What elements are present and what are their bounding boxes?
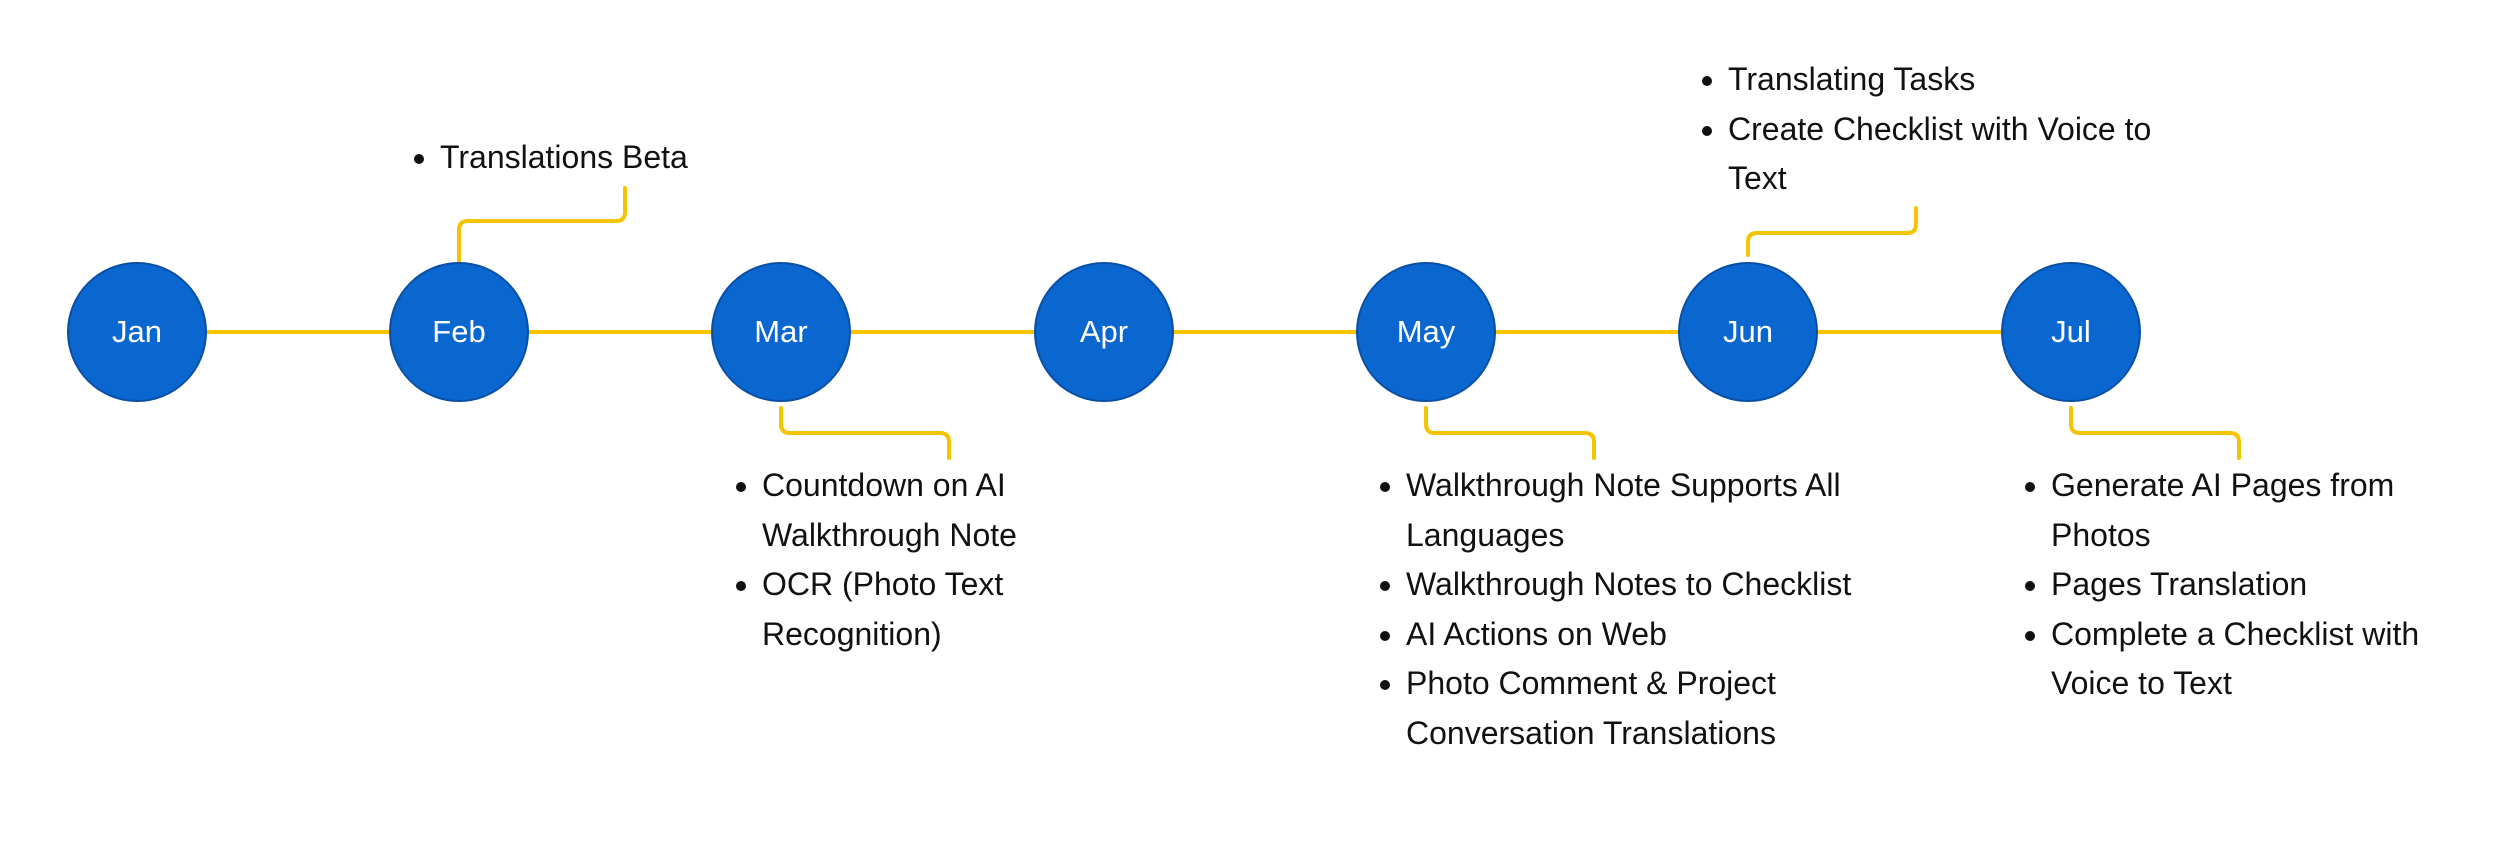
note-item: Photo Comment & Project Conversation Tra… xyxy=(1406,659,1876,758)
note-item: Complete a Checklist with Voice to Text xyxy=(2051,610,2500,709)
month-node-jan: Jan xyxy=(67,262,207,402)
note-item: Walkthrough Note Supports All Languages xyxy=(1406,461,1876,560)
note-item: Translations Beta xyxy=(440,133,860,183)
may-note-list: Walkthrough Note Supports All Languages … xyxy=(1371,461,1876,758)
month-node-apr: Apr xyxy=(1034,262,1174,402)
jun-note-list: Translating Tasks Create Checklist with … xyxy=(1693,55,2198,204)
note-item: Countdown on AI Walkthrough Note xyxy=(762,461,1122,560)
jul-note-list: Generate AI Pages from Photos Pages Tran… xyxy=(2016,461,2500,709)
month-node-jul: Jul xyxy=(2001,262,2141,402)
note-item: Translating Tasks xyxy=(1728,55,2198,105)
connector-jul xyxy=(2069,406,2241,460)
note-item: AI Actions on Web xyxy=(1406,610,1876,660)
connector-may xyxy=(1424,406,1596,460)
note-item: OCR (Photo Text Recognition) xyxy=(762,560,1122,659)
connector-mar xyxy=(779,406,951,460)
note-item: Pages Translation xyxy=(2051,560,2500,610)
connector-feb xyxy=(457,186,627,264)
note-item: Generate AI Pages from Photos xyxy=(2051,461,2500,560)
month-node-may: May xyxy=(1356,262,1496,402)
month-node-mar: Mar xyxy=(711,262,851,402)
month-node-feb: Feb xyxy=(389,262,529,402)
note-item: Create Checklist with Voice to Text xyxy=(1728,105,2198,204)
connector-jun xyxy=(1746,206,1918,257)
note-item: Walkthrough Notes to Checklist xyxy=(1406,560,1876,610)
month-node-jun: Jun xyxy=(1678,262,1818,402)
mar-note-list: Countdown on AI Walkthrough Note OCR (Ph… xyxy=(727,461,1122,659)
feb-note-list: Translations Beta xyxy=(405,133,860,183)
